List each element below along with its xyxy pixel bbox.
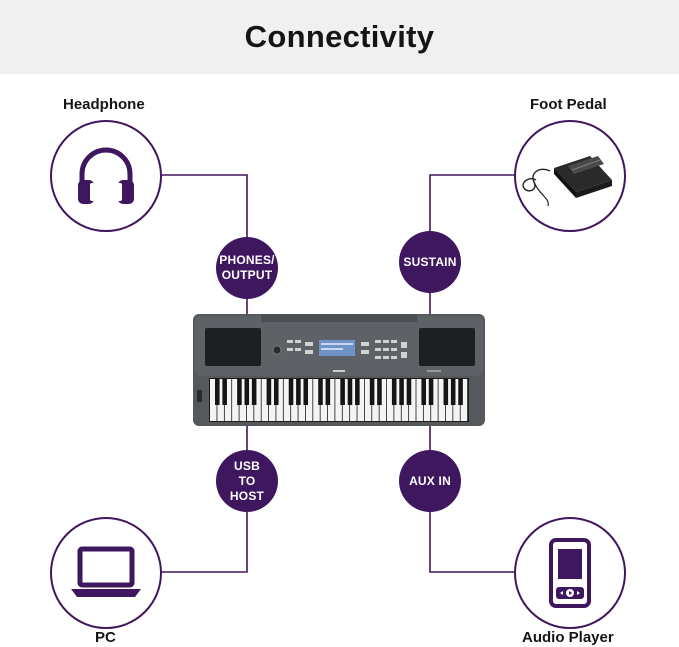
white-key (372, 379, 379, 421)
white-key (438, 379, 446, 421)
white-key (291, 379, 298, 421)
black-key (215, 379, 220, 405)
left-speaker (205, 328, 261, 366)
black-key (325, 379, 331, 405)
black-key (347, 379, 353, 405)
black-key (443, 379, 449, 405)
usb-to-host-port: USB TO HOST (216, 450, 278, 512)
white-key (357, 379, 364, 421)
white-key (283, 379, 291, 421)
white-key (445, 379, 453, 421)
black-key (222, 379, 227, 405)
header-banner: Connectivity (0, 0, 679, 74)
aux-in-port: AUX IN (399, 450, 461, 512)
white-key (416, 379, 423, 421)
white-key (431, 379, 438, 421)
white-key (394, 379, 401, 421)
audio-player-label: Audio Player (522, 629, 614, 646)
white-key (386, 379, 394, 421)
white-key (453, 379, 460, 421)
white-key (342, 379, 350, 421)
white-key (268, 379, 276, 421)
white-key (217, 379, 224, 421)
white-key (224, 379, 232, 421)
black-key (458, 379, 463, 405)
audio-player-icon (549, 538, 591, 608)
white-keys (210, 379, 468, 421)
white-key (379, 379, 387, 421)
black-key (251, 379, 257, 405)
white-key (313, 379, 320, 421)
foot-pedal-icon (522, 156, 612, 207)
black-key (340, 379, 345, 405)
black-key (296, 379, 301, 405)
white-key (261, 379, 269, 421)
white-key (246, 379, 254, 421)
audio-player-device (514, 517, 626, 629)
black-key (369, 379, 375, 405)
page-title: Connectivity (244, 19, 435, 54)
black-key (428, 379, 434, 405)
black-key (355, 379, 360, 405)
black-key (421, 379, 426, 405)
sustain-port: SUSTAIN (399, 231, 461, 293)
black-key (237, 379, 242, 405)
black-key (399, 379, 404, 405)
foot-pedal-label: Foot Pedal (530, 96, 607, 113)
white-key (460, 379, 468, 421)
keyboard-image (193, 314, 485, 426)
headphone-label: Headphone (63, 96, 145, 113)
white-key (350, 379, 357, 421)
black-key (303, 379, 309, 405)
phones-output-port: PHONES/ OUTPUT (216, 237, 278, 299)
white-key (239, 379, 247, 421)
white-key (276, 379, 283, 421)
white-key (423, 379, 431, 421)
black-keys (215, 379, 463, 405)
pc-label: PC (95, 629, 116, 646)
white-key (298, 379, 306, 421)
foot-pedal-device (514, 120, 626, 232)
white-key (305, 379, 313, 421)
white-key (320, 379, 328, 421)
black-key (266, 379, 272, 405)
black-key (377, 379, 382, 405)
pc-device (50, 517, 162, 629)
black-key (406, 379, 412, 405)
black-key (450, 379, 456, 405)
white-key (232, 379, 239, 421)
black-key (391, 379, 397, 405)
white-key (409, 379, 416, 421)
headphone-device (50, 120, 162, 232)
white-key (401, 379, 409, 421)
white-key (210, 379, 217, 421)
black-key (244, 379, 250, 405)
black-key (288, 379, 294, 405)
right-speaker (419, 328, 475, 366)
white-key (327, 379, 335, 421)
white-key (254, 379, 261, 421)
headphone-icon (78, 147, 134, 204)
laptop-icon (71, 546, 141, 597)
black-key (318, 379, 323, 405)
black-key (273, 379, 279, 405)
white-key (364, 379, 372, 421)
white-key (335, 379, 342, 421)
